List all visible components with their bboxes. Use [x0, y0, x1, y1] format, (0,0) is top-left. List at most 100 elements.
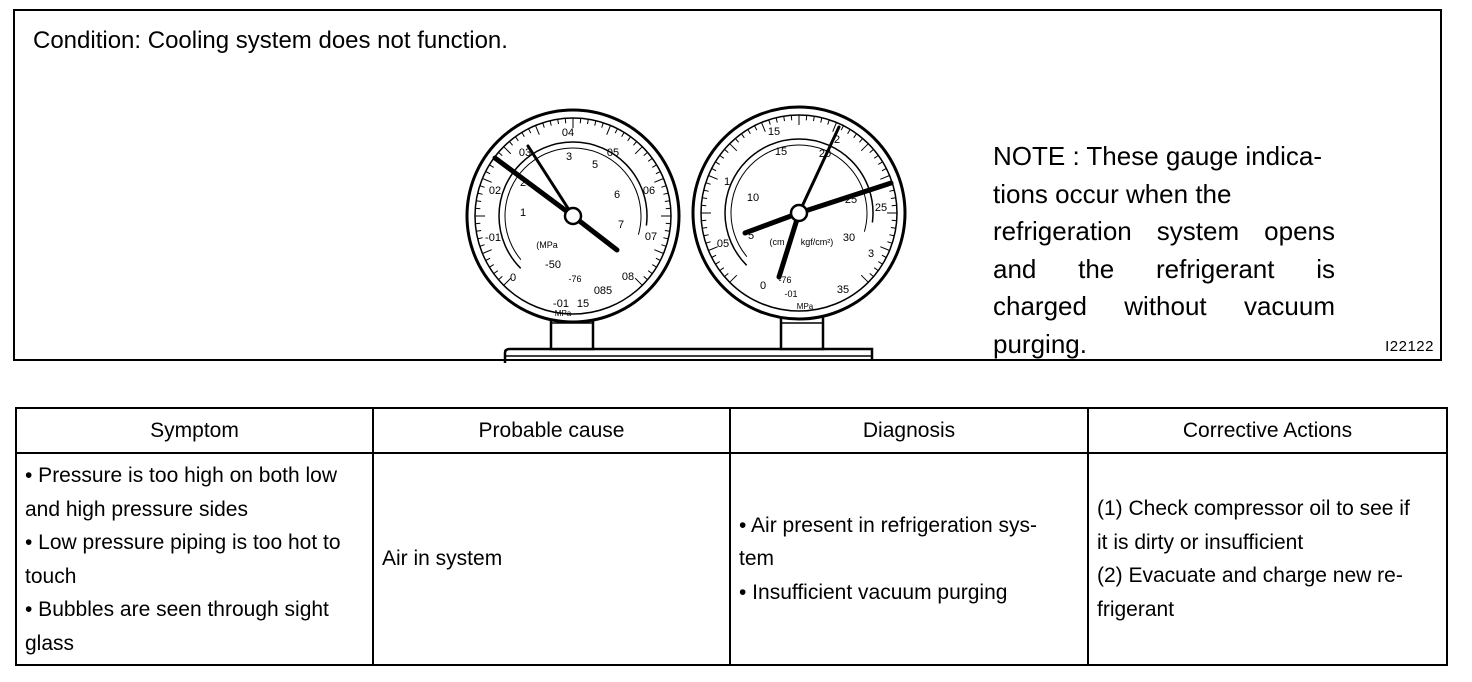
gauge-tick: [549, 120, 552, 126]
gauge-tick: [735, 138, 739, 143]
gauge-tick: [768, 119, 771, 125]
gauge-tick: [614, 128, 618, 134]
gauge-tick: [724, 149, 729, 153]
note-line: charged without vacuum: [993, 291, 1335, 321]
left-outer-label: 15: [577, 298, 589, 310]
gauge-tick: [715, 161, 720, 165]
left-outer-label: 04: [562, 127, 574, 139]
gauge-tick: [498, 152, 503, 156]
gauge-tick: [889, 234, 895, 237]
gauge-tick: [881, 168, 887, 172]
right-outer-label: 15: [768, 126, 780, 138]
right-inner-label: 30: [843, 232, 855, 244]
gauge-tick: [654, 178, 664, 183]
gauge-tick: [643, 276, 648, 280]
gauge-tick: [489, 164, 494, 168]
gauge-tick: [708, 175, 718, 180]
gauge-tick: [832, 122, 837, 132]
gauge-tick: [881, 254, 887, 258]
condition-title: Condition: Cooling system does not funct…: [33, 27, 508, 54]
gauge-tick: [719, 267, 725, 272]
gauge-tick: [655, 171, 661, 175]
gauge-tick: [482, 249, 492, 254]
gauge-tick: [724, 273, 729, 277]
gauge-tick: [663, 192, 669, 195]
right-inner-label: -76: [778, 275, 791, 285]
note-line: and the refrigerant is: [993, 253, 1335, 284]
gauge-tick: [647, 157, 653, 162]
probable-cause-cell: Air in system: [372, 452, 731, 666]
condition-figure-panel: Condition: Cooling system does not funct…: [13, 9, 1442, 363]
gauge-tick: [621, 132, 625, 137]
gauge-tick: [521, 132, 525, 137]
note-line: tions occur when the: [993, 178, 1232, 209]
left-outer-label: 06: [643, 185, 655, 197]
diagnosis-cell: • Air present in refrigeration sys- tem …: [729, 452, 1089, 666]
gauge-tick: [859, 138, 863, 143]
gauge-tick: [775, 117, 778, 123]
gauge-tick: [729, 143, 738, 152]
gauge-tick: [482, 178, 492, 183]
gauge-tick: [664, 230, 670, 232]
left-outer-label: 07: [645, 231, 657, 243]
right-inner-label: 10: [747, 192, 759, 204]
note-line: NOTE : These gauge indica-: [993, 141, 1323, 171]
gauge-tick: [655, 257, 661, 261]
gauge-tick: [869, 149, 874, 153]
gauge-tick: [535, 125, 540, 135]
gauge-tick: [878, 161, 883, 165]
gauge-tick: [476, 230, 482, 232]
gauge-tick: [761, 122, 766, 132]
gauge-tick: [654, 249, 664, 254]
high-pressure-gauge: 15 2 25 3 35 -01 0 05 1 15 20 25 30 10 5…: [691, 105, 907, 321]
gauge-tick: [747, 129, 751, 134]
gauge-tick: [702, 197, 708, 199]
note-line: purging.: [993, 328, 1087, 359]
gauge-tick: [594, 120, 597, 126]
gauge-tick: [633, 141, 637, 146]
table-row: • Pressure is too high on both low and h…: [15, 452, 1448, 666]
gauge-tick: [754, 125, 758, 131]
figure-id: I22122: [1385, 338, 1434, 355]
gauge-tick: [528, 128, 532, 134]
gauge-tick: [509, 141, 513, 146]
gauge-tick: [643, 152, 648, 156]
gauge-tick: [878, 261, 883, 265]
left-inner-label: 2: [520, 177, 526, 189]
left-inner-label: 6: [614, 189, 620, 201]
left-outer-label: -01: [485, 232, 501, 244]
header-symptom: Symptom: [15, 407, 374, 454]
left-unit-label: MPa: [555, 309, 572, 318]
gauge-tick: [485, 171, 491, 175]
gauge-tick: [606, 125, 611, 135]
note-text: NOTE : These gauge indica- tions occur w…: [993, 138, 1335, 363]
gauge-tick: [493, 270, 499, 275]
left-outer-label: 02: [489, 185, 501, 197]
gauge-tick: [887, 241, 893, 244]
manifold-gauge-illustration: 04 03 05 02 06 07 08 085 15 -01 0 -01 3 …: [465, 105, 907, 363]
gauge-tick: [661, 185, 667, 188]
left-outer-label: 05: [607, 147, 619, 159]
gauge-tick: [503, 146, 512, 155]
gauge-tick: [711, 168, 717, 172]
right-outer-label: 25: [875, 202, 887, 214]
manifold-body: [503, 347, 874, 363]
symptom-cell: • Pressure is too high on both low and h…: [15, 452, 374, 666]
gauge-tick: [634, 277, 643, 286]
gauge-tick: [479, 244, 485, 247]
gauge-tick: [647, 270, 653, 275]
gauge-tick: [715, 261, 720, 265]
gauge-tick: [729, 274, 738, 283]
gauge-tick: [705, 182, 711, 185]
right-outer-label: 2: [834, 134, 840, 146]
gauge-tick: [661, 244, 667, 247]
header-diagnosis: Diagnosis: [729, 407, 1089, 454]
gauge-tick: [479, 185, 485, 188]
gauge-tick: [847, 129, 851, 134]
left-outer-label: 08: [622, 271, 634, 283]
symptom-line: • Bubbles are seen through sight: [25, 598, 329, 621]
gauge-tick: [889, 189, 895, 192]
gauge-tick: [890, 227, 896, 229]
left-inner-label: 7: [618, 219, 624, 231]
right-unit-label: kgf/cm²): [801, 237, 834, 247]
